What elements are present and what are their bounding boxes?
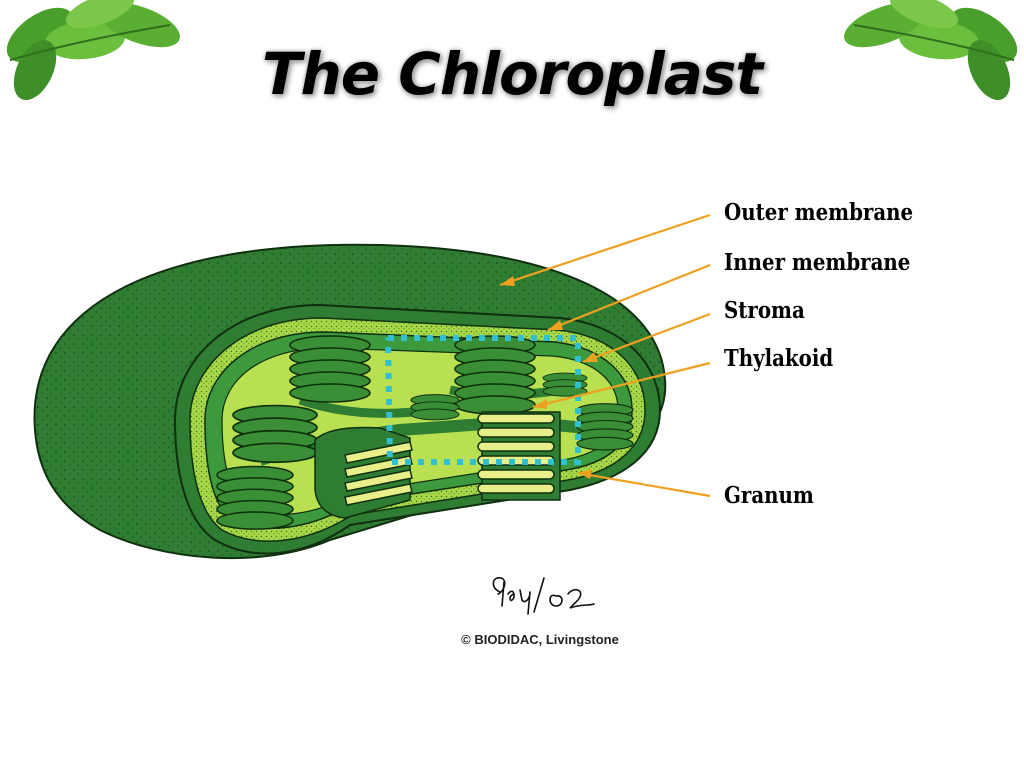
outer-membrane-line [499, 213, 711, 287]
label-granum: Granum [724, 482, 814, 509]
inner-membrane-line [547, 263, 711, 332]
label-outer-membrane: Outer membrane [724, 199, 914, 226]
granum-highlight-box [385, 335, 581, 465]
copyright-credit: © BIODIDAC, Livingstone [461, 632, 619, 647]
granum-line [577, 471, 711, 498]
stroma-line [582, 312, 711, 364]
callout-lines [499, 213, 711, 498]
slide-title: The Chloroplast [261, 40, 763, 108]
label-inner-membrane: Inner membrane [724, 249, 911, 276]
thylakoid-line [532, 361, 711, 409]
handwritten-signature [492, 577, 595, 615]
label-stroma: Stroma [724, 297, 805, 324]
leaf-cluster-right-icon [844, 0, 1018, 100]
label-thylakoid: Thylakoid [724, 345, 834, 372]
leaf-cluster-left-icon [6, 0, 180, 100]
thylakoid-cutaway [314, 411, 561, 519]
